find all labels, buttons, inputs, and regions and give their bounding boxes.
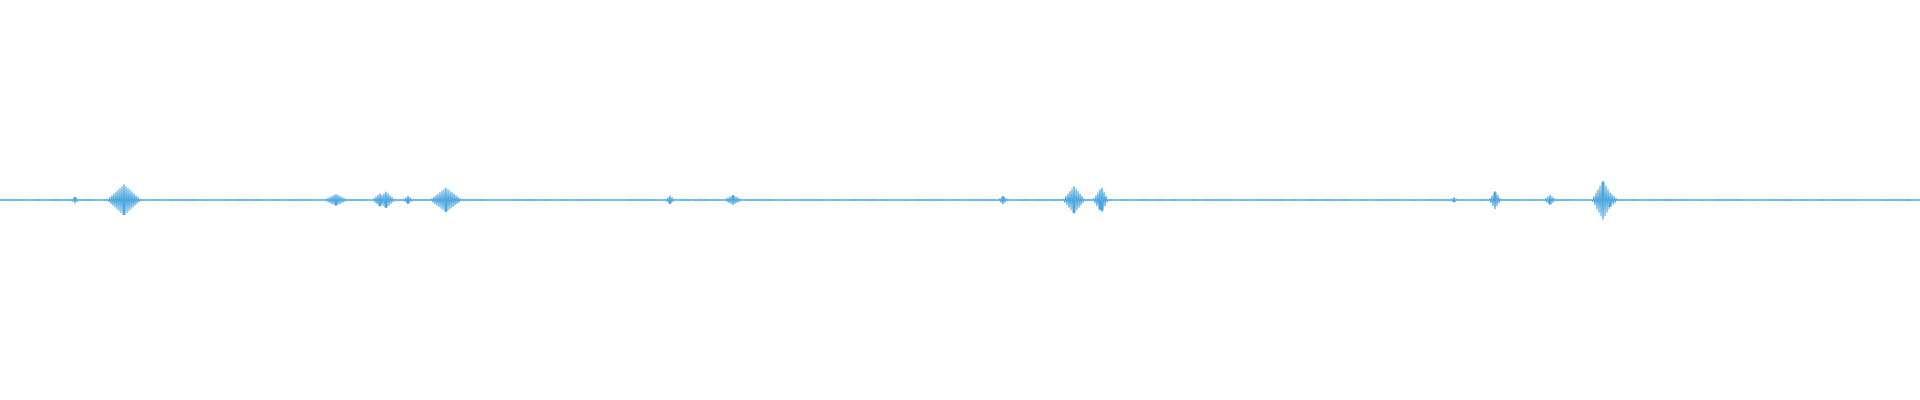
waveform-peaks bbox=[74, 180, 1909, 220]
waveform-line bbox=[0, 182, 1920, 220]
